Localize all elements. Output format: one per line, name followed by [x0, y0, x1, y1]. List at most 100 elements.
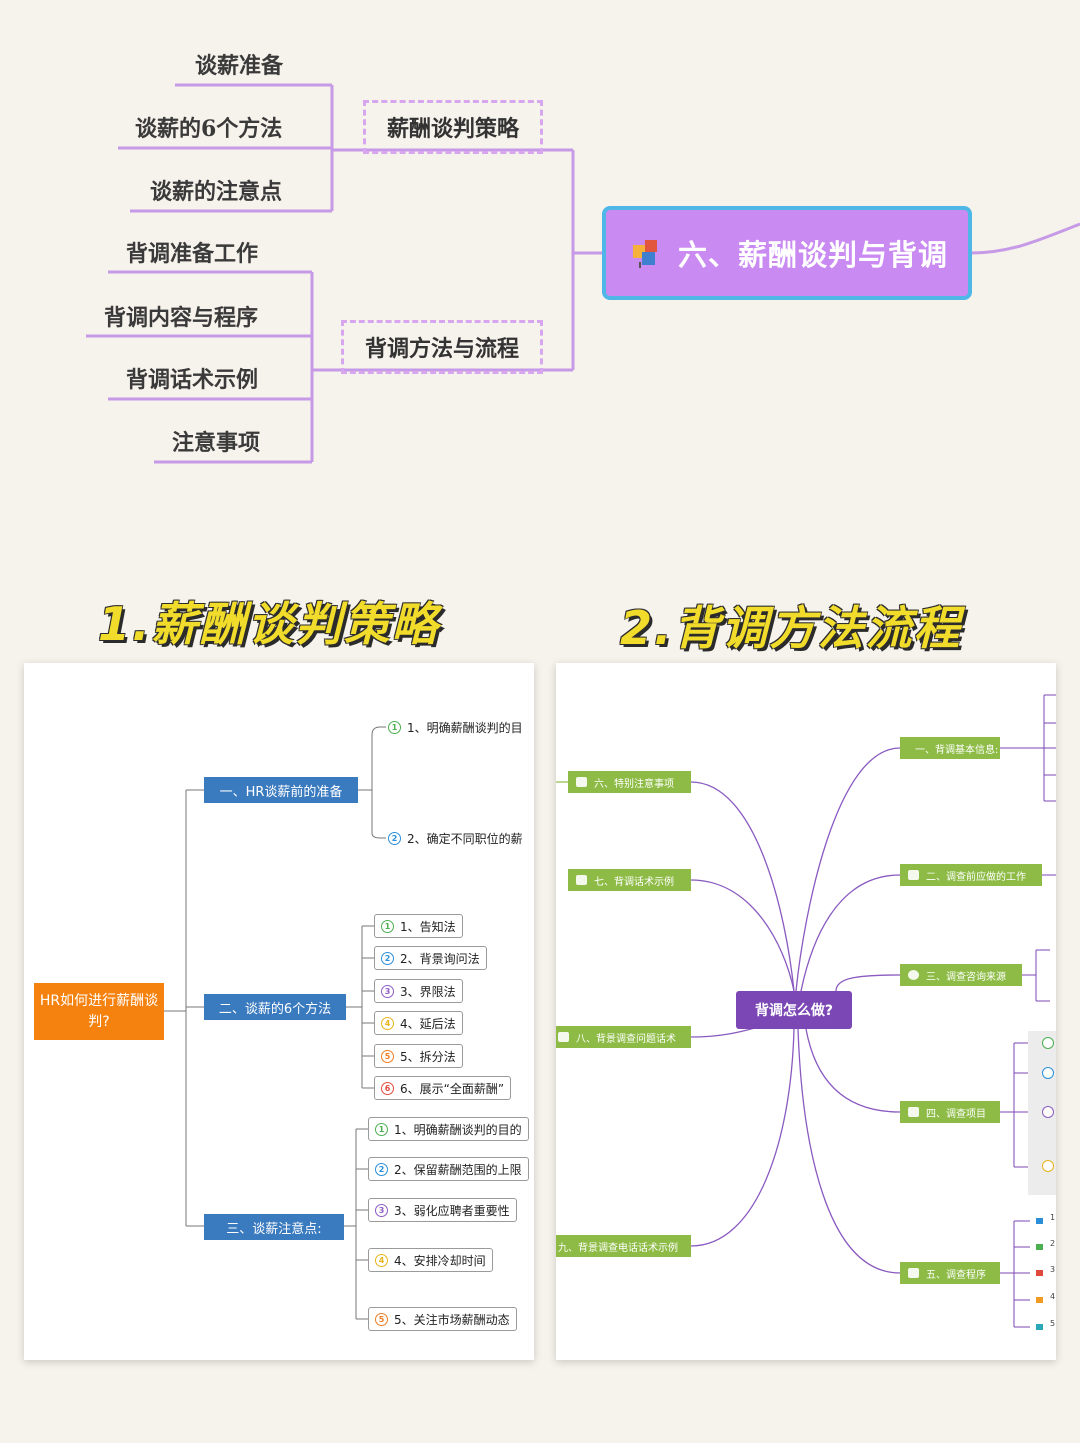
node-survey-items: 四、调查项目	[900, 1101, 1000, 1123]
procedure-step-marker: 1	[1050, 1213, 1056, 1222]
pin-blue-icon	[1042, 1067, 1054, 1079]
node-pre-survey-work: 二、调查前应做的工作	[900, 864, 1042, 886]
flag-green-icon	[1036, 1244, 1043, 1250]
list-item-label: 4、延后法	[400, 1016, 456, 1031]
list-item: 2 2、确定不同职位的薪	[388, 826, 523, 850]
flag-orange-icon	[1036, 1297, 1043, 1303]
check-circle-icon	[908, 970, 919, 980]
leaf-bg-notes: 注意事项	[172, 430, 261, 456]
list-item: 5 5、拆分法	[374, 1044, 463, 1068]
leaf-salary-6-methods: 谈薪的6个方法	[135, 116, 283, 142]
node-label: 五、调查程序	[926, 1269, 986, 1281]
leaf-bg-content: 背调内容与程序	[104, 305, 259, 331]
tools-icon	[908, 870, 919, 880]
list-item-label: 5、拆分法	[400, 1049, 456, 1064]
top-mindmap-connectors	[86, 83, 1080, 464]
list-item-label: 6、展示“全面薪酬”	[400, 1081, 505, 1096]
panel1-connectors	[164, 726, 386, 1320]
node-bg-phone-scripts: 九、背景调查电话话术示例	[556, 1235, 691, 1257]
node-label: 七、背调话术示例	[594, 876, 674, 888]
pin-purple-icon	[1042, 1106, 1054, 1118]
procedure-step-marker: 2	[1050, 1239, 1056, 1248]
panel2-center-node: 背调怎么做?	[736, 991, 852, 1029]
pin-yellow-icon	[1042, 1160, 1054, 1172]
branch-salary-strategy-label: 薪酬谈判策略	[386, 116, 519, 142]
pin-2-icon: 2	[381, 951, 394, 965]
section-title-1: 1.薪酬谈判策略	[98, 597, 440, 651]
node-bg-basic-info: 一、背调基本信息:	[900, 737, 1000, 759]
node-hr-prep: 一、HR谈薪前的准备	[204, 777, 358, 803]
list-item-label: 1、告知法	[400, 919, 456, 934]
panel-background-check-mindmap: 背调怎么做? 六、特别注意事项 七、背调话术示例 八、背景调查问题话术 九、背景…	[556, 663, 1056, 1360]
list-item-label: 5、关注市场薪酬动态	[394, 1312, 510, 1327]
list-item: 3 3、界限法	[374, 979, 463, 1003]
procedure-step-marker: 5	[1050, 1319, 1056, 1328]
list-item-label: 1、明确薪酬谈判的目的	[394, 1122, 522, 1137]
leaf-salary-prep: 谈薪准备	[195, 53, 284, 79]
procedure-step-marker: 4	[1050, 1292, 1056, 1301]
section-title-2: 2.背调方法流程	[620, 601, 962, 655]
list-item: 2 2、背景询问法	[374, 946, 487, 970]
node-label: 二、调查前应做的工作	[926, 871, 1026, 883]
list-item-label: 2、确定不同职位的薪	[407, 831, 523, 846]
flag-teal-icon	[1036, 1324, 1043, 1330]
pin-6-icon: 6	[381, 1081, 394, 1095]
node-survey-sources: 三、调查咨询来源	[900, 964, 1022, 986]
pin-5-icon: 5	[381, 1049, 394, 1063]
people-icon	[576, 777, 587, 787]
procedure-step-marker: 3	[1050, 1265, 1056, 1274]
list-item: 2 2、保留薪酬范围的上限	[368, 1157, 529, 1181]
node-label: 九、背景调查电话话术示例	[558, 1242, 678, 1254]
list-item-label: 2、背景询问法	[400, 951, 480, 966]
list-item: 4 4、安排冷却时间	[368, 1248, 493, 1272]
node-bg-script-examples: 七、背调话术示例	[568, 869, 691, 891]
pin-5-icon: 5	[375, 1312, 388, 1326]
node-label: 三、调查咨询来源	[926, 971, 1006, 983]
list-item: 5 5、关注市场薪酬动态	[368, 1307, 517, 1331]
tools-cross-icon	[908, 1107, 919, 1117]
pin-4-icon: 4	[375, 1253, 388, 1267]
list-item-label: 4、安排冷却时间	[394, 1253, 486, 1268]
pin-2-icon: 2	[388, 831, 401, 845]
branch-bg-method: 背调方法与流程	[341, 320, 543, 374]
branch-salary-strategy: 薪酬谈判策略	[363, 100, 543, 154]
leaf-bg-script: 背调话术示例	[126, 367, 259, 393]
pin-3-icon: 3	[375, 1203, 388, 1217]
list-item: 4 4、延后法	[374, 1011, 463, 1035]
list-item: 1 1、明确薪酬谈判的目的	[368, 1117, 529, 1141]
top-root-node: 六、薪酬谈判与背调	[602, 206, 972, 300]
edit-icon	[576, 875, 587, 885]
branch-bg-method-label: 背调方法与流程	[364, 336, 519, 362]
question-icon	[558, 1032, 569, 1042]
list-item-label: 3、弱化应聘者重要性	[394, 1203, 510, 1218]
leaf-bg-prep: 背调准备工作	[126, 241, 259, 267]
top-root-label: 六、薪酬谈判与背调	[678, 238, 949, 272]
node-label: 八、背景调查问题话术	[576, 1033, 676, 1045]
list-item: 1 1、告知法	[374, 914, 463, 938]
list-item-label: 1、明确薪酬谈判的目	[407, 720, 523, 735]
list-item: 3 3、弱化应聘者重要性	[368, 1198, 517, 1222]
pin-1-icon: 1	[375, 1122, 388, 1136]
pin-green-icon	[1042, 1037, 1054, 1049]
pin-4-icon: 4	[381, 1016, 394, 1030]
node-6-methods: 二、谈薪的6个方法	[204, 994, 346, 1020]
panel1-root-node: HR如何进行薪酬谈判?	[34, 983, 164, 1040]
pin-3-icon: 3	[381, 984, 394, 998]
pin-1-icon: 1	[381, 919, 394, 933]
leaf-salary-notes: 谈薪的注意点	[150, 179, 283, 205]
pin-1-icon: 1	[388, 720, 401, 734]
node-label: 一、背调基本信息:	[915, 744, 999, 756]
list-item: 1 1、明确薪酬谈判的目	[388, 715, 523, 739]
node-label: 六、特别注意事项	[594, 778, 674, 790]
clipboard-icon	[908, 1268, 919, 1278]
panel2-connectors	[556, 694, 1056, 1328]
list-item-label: 2、保留薪酬范围的上限	[394, 1162, 522, 1177]
node-salary-notes: 三、谈薪注意点:	[204, 1214, 344, 1240]
node-survey-procedure: 五、调查程序	[900, 1262, 1000, 1284]
list-item-label: 3、界限法	[400, 984, 456, 999]
pin-2-icon: 2	[375, 1162, 388, 1176]
list-item: 6 6、展示“全面薪酬”	[374, 1076, 512, 1100]
panel-salary-mindmap: HR如何进行薪酬谈判? 一、HR谈薪前的准备 二、谈薪的6个方法 三、谈薪注意点…	[24, 663, 534, 1360]
flag-blue-icon	[1036, 1218, 1043, 1224]
cubes-icon	[633, 240, 657, 268]
